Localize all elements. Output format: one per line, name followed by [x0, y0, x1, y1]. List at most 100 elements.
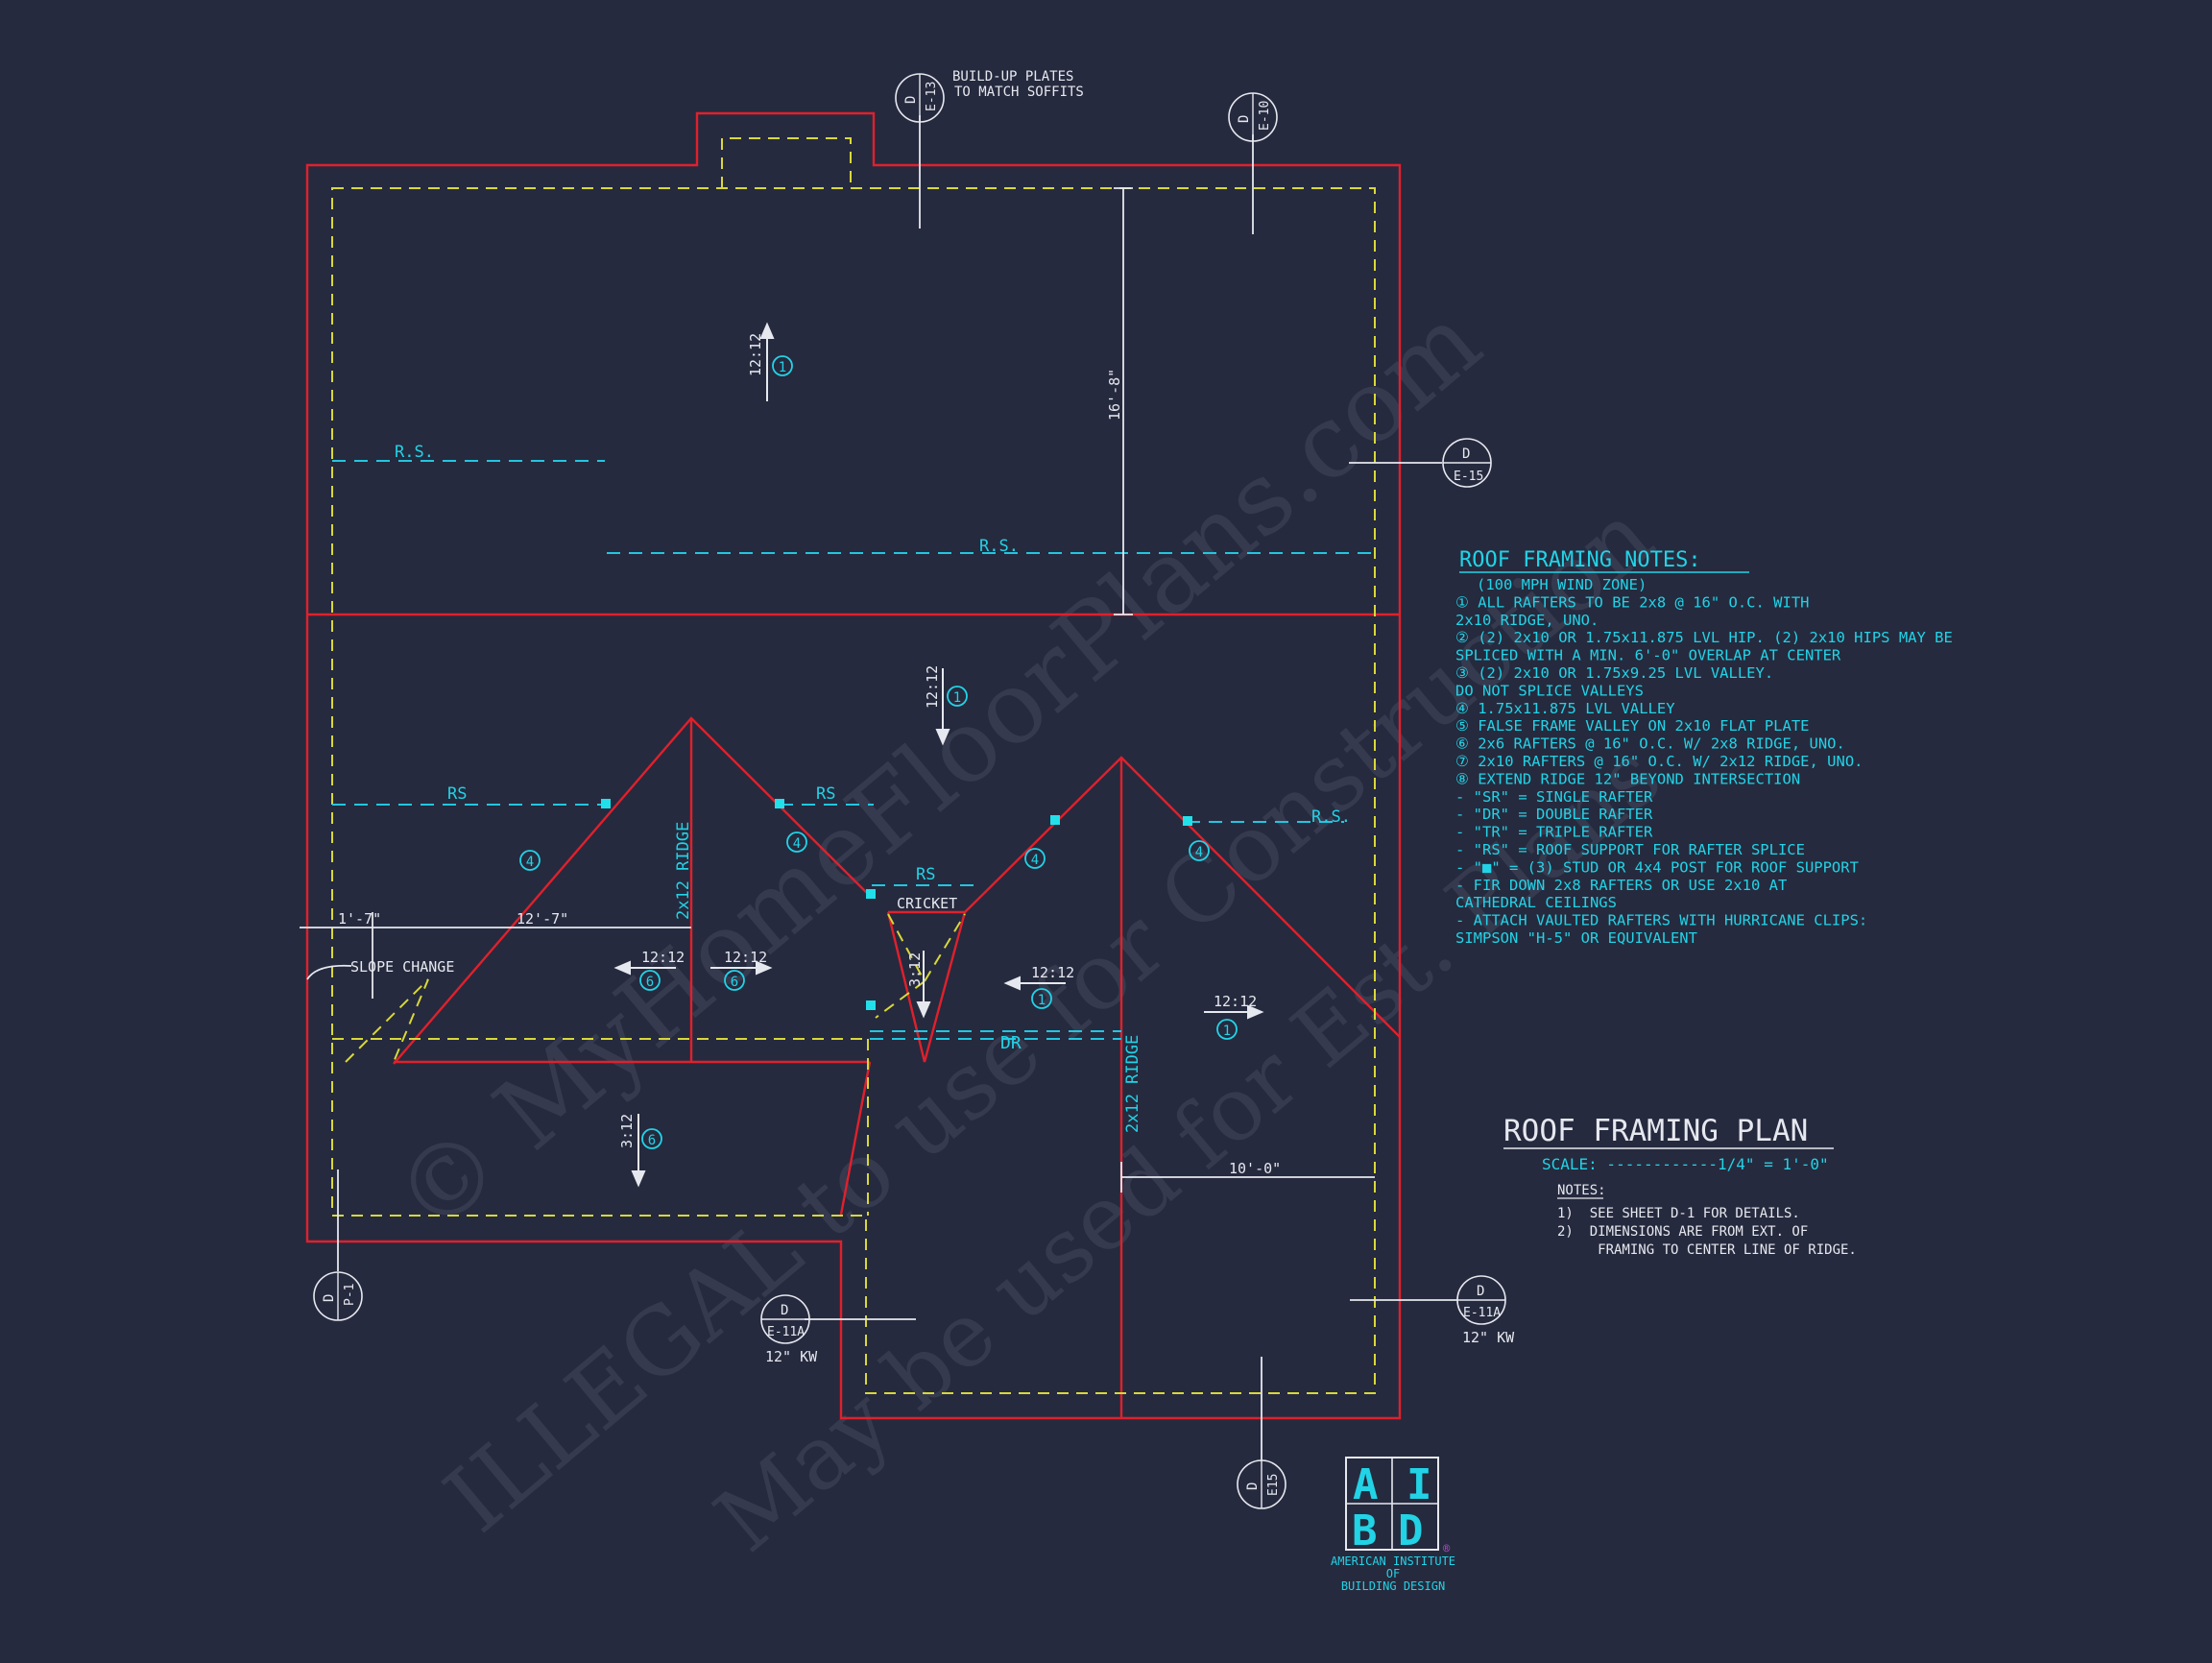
plan-note-3: FRAMING TO CENTER LINE OF RIDGE. [1557, 1242, 1857, 1258]
callout-sheet: E-10 [1258, 101, 1272, 131]
pitch-arrowhead [1247, 1004, 1264, 1020]
callout-letter: D [781, 1303, 788, 1318]
cricket-outline [886, 910, 967, 1063]
callout-e13: D E-13 [895, 73, 945, 123]
notes-line: - "SR" = SINGLE RAFTER [1455, 788, 1653, 806]
notes-list: (100 MPH WIND ZONE)① ALL RAFTERS TO BE 2… [1455, 576, 1953, 947]
note-tag: 6 [724, 970, 745, 991]
logo-line-1: AMERICAN INSTITUTE [1331, 1555, 1455, 1568]
callout-e15: D E-15 [1442, 438, 1492, 488]
note-tag-text: 4 [1195, 845, 1203, 860]
post-marker [775, 799, 784, 808]
aibd-logo: A I B D ® AMERICAN INSTITUTE OF BUILDING… [1331, 1457, 1455, 1593]
callout-sheet: E-11A [1463, 1306, 1501, 1320]
notes-line: ⑧ EXTEND RIDGE 12" BEYOND INTERSECTION [1455, 770, 1800, 787]
callout-e10: D E-10 [1228, 92, 1278, 142]
note-tag-text: 4 [793, 836, 801, 852]
pitch-arrowhead [1003, 976, 1021, 991]
notes-line: - "TR" = TRIPLE RAFTER [1455, 824, 1653, 841]
note-tag: 1 [772, 355, 793, 376]
rs-label: R.S. [979, 537, 1019, 556]
notes-line: - ATTACH VAULTED RAFTERS WITH HURRICANE … [1455, 912, 1867, 929]
dim-1-7: 1'-7" [338, 910, 381, 928]
post-markers [601, 799, 1192, 1010]
callout-letter: D [322, 1294, 337, 1302]
plan-note-2: 2) DIMENSIONS ARE FROM EXT. OF [1557, 1224, 1808, 1240]
ridge-right-label: 2x12 RIDGE [1123, 1035, 1142, 1133]
note-tag-text: 1 [1223, 1024, 1231, 1039]
pitch-label: 12:12 [641, 949, 685, 966]
notes-line: - "■" = (3) STUD OR 4x4 POST FOR ROOF SU… [1455, 858, 1859, 876]
pitch-label: 3:12 [618, 1114, 636, 1148]
notes-line: - FIR DOWN 2x8 RAFTERS OR USE 2x10 AT [1455, 877, 1787, 894]
plan-note-1: 1) SEE SHEET D-1 FOR DETAILS. [1557, 1206, 1800, 1221]
buildup-label-2: TO MATCH SOFFITS [954, 84, 1084, 100]
pitch-label: 3:12 [906, 952, 924, 987]
logo-line-3: BUILDING DESIGN [1341, 1579, 1445, 1593]
post-marker [866, 1000, 876, 1010]
notes-line: ⑦ 2x10 RAFTERS @ 16" O.C. W/ 2x12 RIDGE,… [1455, 753, 1863, 770]
slope-change-lines [345, 978, 429, 1063]
pitch-labels: 12:12 12:12 12:12 12:12 3:12 12:12 12:12… [618, 333, 1257, 1148]
note-tag: 1 [1031, 988, 1052, 1009]
pitch-arrowhead [631, 1170, 646, 1188]
pitch-label: 12:12 [724, 949, 767, 966]
exterior-outline [305, 111, 1402, 1420]
kw-label-left: 12" KW [765, 1348, 818, 1365]
wall-bump [721, 137, 852, 188]
notes-title: ROOF FRAMING NOTES: [1459, 548, 1701, 572]
notes-line: (100 MPH WIND ZONE) [1477, 576, 1647, 593]
dim-12-7: 12'-7" [517, 910, 568, 928]
rs-label: RS [916, 865, 935, 884]
callout-sheet: E-11A [767, 1325, 805, 1339]
note-tag: 1 [947, 686, 968, 707]
ridge-left-label: 2x12 RIDGE [674, 822, 693, 920]
note-tag: 4 [519, 850, 541, 871]
note-tag-text: 1 [953, 690, 961, 706]
notes-line: ③ (2) 2x10 OR 1.75x9.25 LVL VALLEY. [1455, 664, 1773, 682]
plan-title: ROOF FRAMING PLAN [1503, 1114, 1808, 1148]
note-tag: 4 [1189, 840, 1210, 861]
logo-line-2: OF [1386, 1567, 1400, 1580]
note-tag: 4 [1024, 848, 1046, 869]
logo-letter-b: B [1352, 1506, 1378, 1555]
pitch-arrowhead [916, 1001, 931, 1019]
cricket-valley-lines [887, 913, 966, 984]
buildup-label-1: BUILD-UP PLATES [952, 69, 1073, 84]
note-tag: 6 [641, 1128, 662, 1149]
notes-line: SPLICED WITH A MIN. 6'-0" OVERLAP AT CEN… [1455, 647, 1841, 664]
callout-sheet: E-15 [1454, 470, 1483, 484]
callout-sheet: E15 [1266, 1474, 1281, 1496]
note-tag-text: 4 [526, 855, 534, 870]
pitch-label: 12:12 [1031, 964, 1074, 981]
plan-title-block: ROOF FRAMING PLAN SCALE: ------------1/4… [1503, 1114, 1857, 1258]
note-tags: 1 1 4 4 4 4 6 6 1 1 6 [519, 355, 1238, 1149]
callout-letter: D [1245, 1482, 1261, 1490]
rs-label: R.S. [395, 443, 434, 462]
pitch-label: 12:12 [747, 333, 764, 376]
cricket-valley-lower [875, 980, 926, 1019]
slope-change-label: SLOPE CHANGE [350, 958, 454, 976]
post-marker [1050, 815, 1060, 825]
logo-letter-d: D [1398, 1506, 1424, 1555]
slope-change-leader [306, 964, 352, 980]
callout-p1: D P-1 [313, 1271, 363, 1321]
dr-label: DR [1000, 1033, 1022, 1053]
rs-label: RS [816, 784, 835, 804]
callout-e11a-right: D E-11A [1456, 1275, 1506, 1325]
cricket-label: CRICKET [897, 895, 957, 912]
note-tag-text: 1 [779, 360, 786, 375]
dim-10-0: 10'-0" [1229, 1160, 1281, 1177]
rs-label: RS [447, 784, 467, 804]
post-marker [866, 889, 876, 899]
post-marker [601, 799, 611, 808]
roof-framing-notes: ROOF FRAMING NOTES: (100 MPH WIND ZONE)①… [1455, 548, 1953, 947]
note-tag-text: 4 [1031, 853, 1039, 868]
notes-line: ① ALL RAFTERS TO BE 2x8 @ 16" O.C. WITH [1455, 593, 1810, 611]
callout-letter: D [1462, 446, 1470, 462]
callout-sheet: P-1 [343, 1284, 357, 1306]
callout-sheet: E-13 [925, 82, 939, 111]
note-tag: 1 [1216, 1019, 1238, 1040]
